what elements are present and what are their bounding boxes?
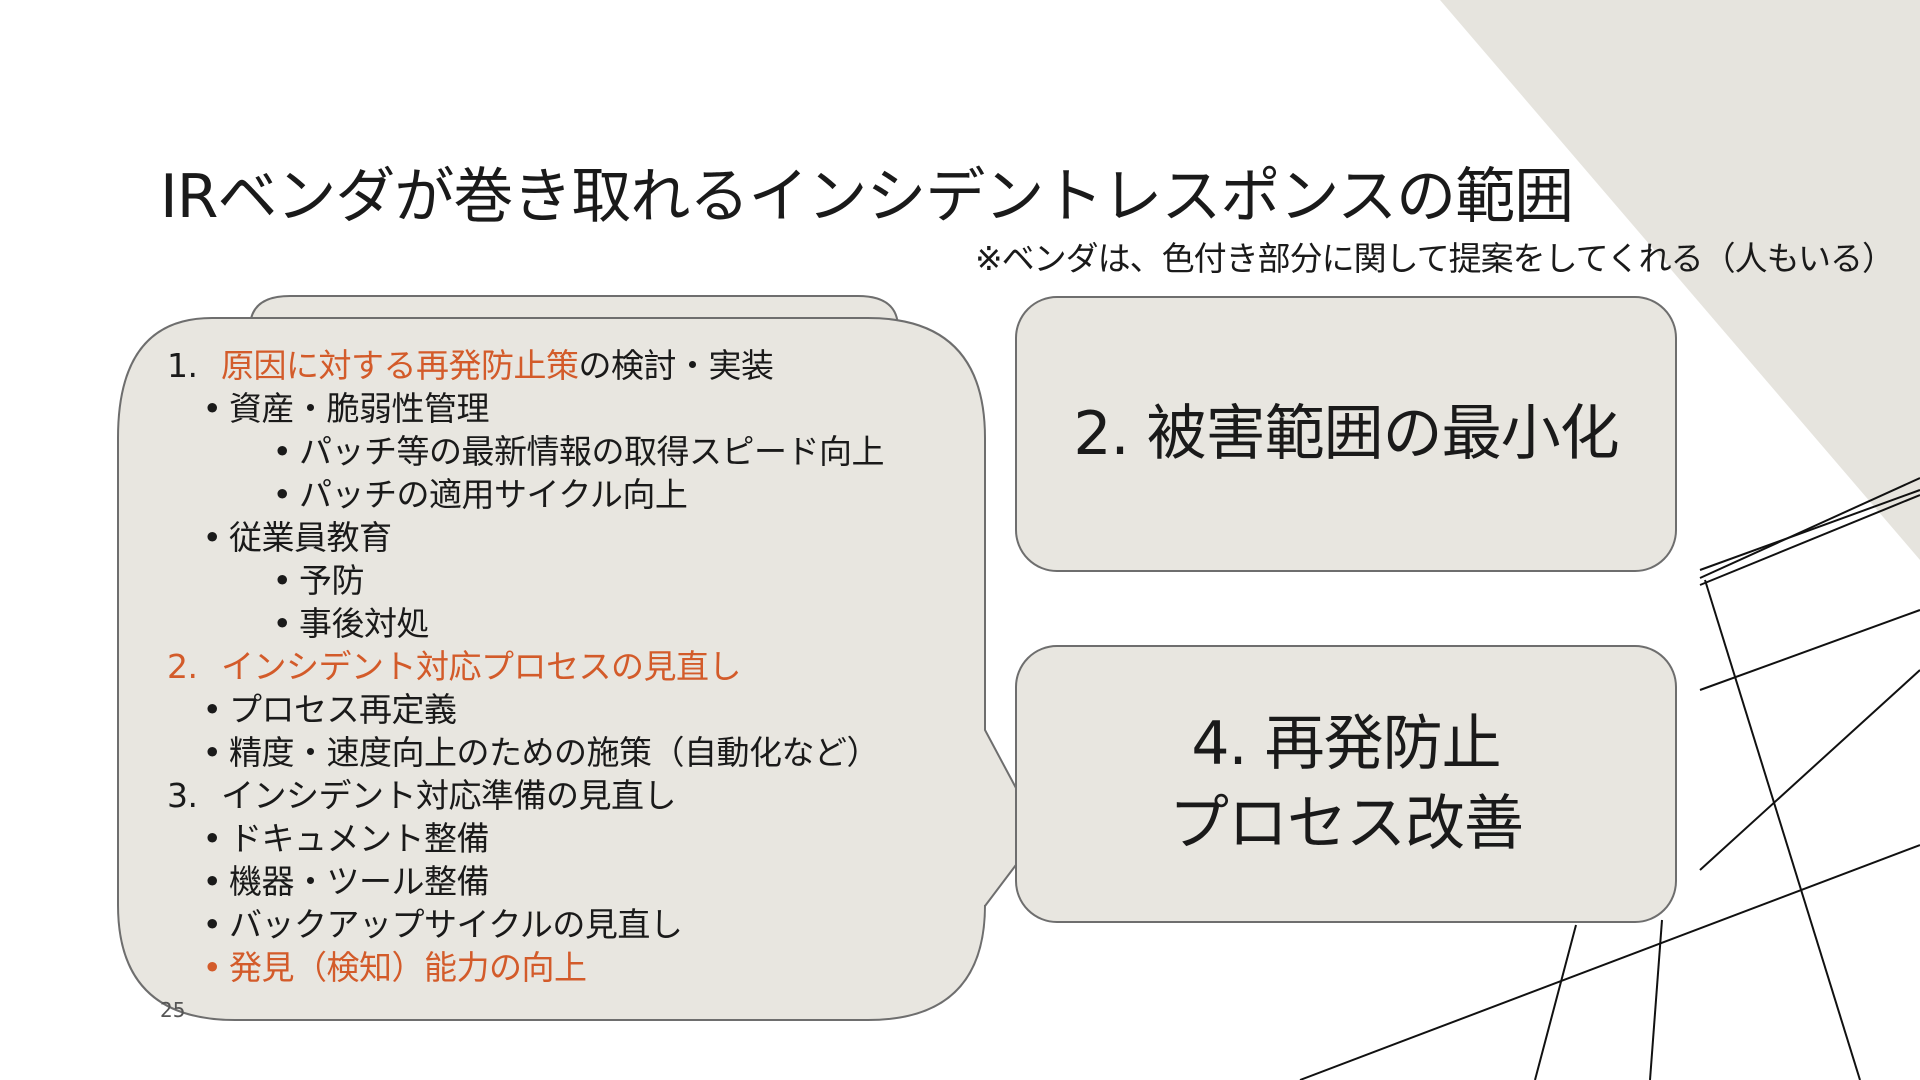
decor-line <box>1699 477 1920 579</box>
item-number: 2. <box>167 647 198 686</box>
callout-item: •発見（検知）能力の向上 <box>165 946 985 989</box>
item-text: 原因に対する再発防止策 <box>221 346 579 385</box>
item-text: の検討・実装 <box>578 346 775 385</box>
bullet-icon: • <box>272 475 292 514</box>
item-text: 予防 <box>299 561 365 600</box>
page-number: 25 <box>160 998 186 1022</box>
decor-line <box>1699 494 1920 586</box>
item-text: パッチ等の最新情報の取得スピード向上 <box>299 432 885 471</box>
decor-line <box>1704 579 1861 1080</box>
callout-item: •事後対処 <box>165 602 985 645</box>
item-text: プロセス再定義 <box>229 690 457 729</box>
callout-item: •精度・速度向上のための施策（自動化など） <box>165 731 985 774</box>
damage-minimization-box: 2. 被害範囲の最小化 <box>1015 296 1677 572</box>
item-number: 3. <box>167 776 198 815</box>
bullet-icon: • <box>272 561 292 600</box>
callout-item: •パッチ等の最新情報の取得スピード向上 <box>165 430 985 473</box>
background-triangle-shape <box>1440 0 1920 560</box>
slide-title: IRベンダが巻き取れるインシデントレスポンスの範囲 <box>160 162 1574 232</box>
item-text: 精度・速度向上のための施策（自動化など） <box>229 733 880 772</box>
bullet-icon: • <box>202 690 222 729</box>
bullet-icon: • <box>202 389 222 428</box>
recurrence-prevention-box: 4. 再発防止プロセス改善 <box>1015 645 1677 923</box>
callout-list: 1.原因に対する再発防止策の検討・実装•資産・脆弱性管理•パッチ等の最新情報の取… <box>165 344 985 989</box>
callout-item: •予防 <box>165 559 985 602</box>
item-text: インシデント対応準備の見直し <box>221 776 677 815</box>
item-text: 発見（検知）能力の向上 <box>229 948 587 987</box>
recurrence-prevention-text: 4. 再発防止プロセス改善 <box>1169 704 1524 864</box>
bullet-icon: • <box>202 819 222 858</box>
item-text: インシデント対応プロセスの見直し <box>221 647 742 686</box>
bullet-icon: • <box>202 518 222 557</box>
decor-line <box>1699 669 1920 871</box>
decor-line <box>1299 844 1920 1080</box>
slide-note: ※ベンダは、色付き部分に関して提案をしてくれる（人もいる） <box>975 239 1895 278</box>
item-text: 従業員教育 <box>229 518 392 557</box>
callout-item: •プロセス再定義 <box>165 688 985 731</box>
item-number: 1. <box>167 346 198 385</box>
box-line: 2. 被害範囲の最小化 <box>1073 399 1619 469</box>
item-text: 資産・脆弱性管理 <box>229 389 490 428</box>
damage-minimization-text: 2. 被害範囲の最小化 <box>1073 394 1619 474</box>
bullet-icon: • <box>202 905 222 944</box>
callout-item: •パッチの適用サイクル向上 <box>165 473 985 516</box>
bullet-icon: • <box>202 862 222 901</box>
box-line: 4. 再発防止 <box>1191 709 1501 779</box>
callout-body <box>117 317 1042 1021</box>
decor-line <box>1649 919 1663 1080</box>
item-text: 機器・ツール整備 <box>229 862 490 901</box>
decor-line <box>1534 924 1577 1080</box>
callout-item: •機器・ツール整備 <box>165 860 985 903</box>
callout-item: •資産・脆弱性管理 <box>165 387 985 430</box>
item-text: バックアップサイクルの見直し <box>229 905 683 944</box>
box-line: プロセス改善 <box>1169 789 1524 859</box>
callout-item: 3. インシデント対応準備の見直し <box>165 774 985 817</box>
callout-item: 2. インシデント対応プロセスの見直し <box>165 645 985 688</box>
callout-item: •バックアップサイクルの見直し <box>165 903 985 946</box>
item-text: 事後対処 <box>299 604 430 643</box>
callout-item: •従業員教育 <box>165 516 985 559</box>
bullet-icon: • <box>272 604 292 643</box>
bullet-icon: • <box>272 432 292 471</box>
callout-item: •ドキュメント整備 <box>165 817 985 860</box>
callout-item: 1. 原因に対する再発防止策の検討・実装 <box>165 344 985 387</box>
decor-line <box>1699 489 1920 571</box>
item-text: パッチの適用サイクル向上 <box>299 475 688 514</box>
bullet-icon: • <box>202 948 222 987</box>
bullet-icon: • <box>202 733 222 772</box>
decor-line <box>1699 609 1920 691</box>
item-text: ドキュメント整備 <box>229 819 490 858</box>
